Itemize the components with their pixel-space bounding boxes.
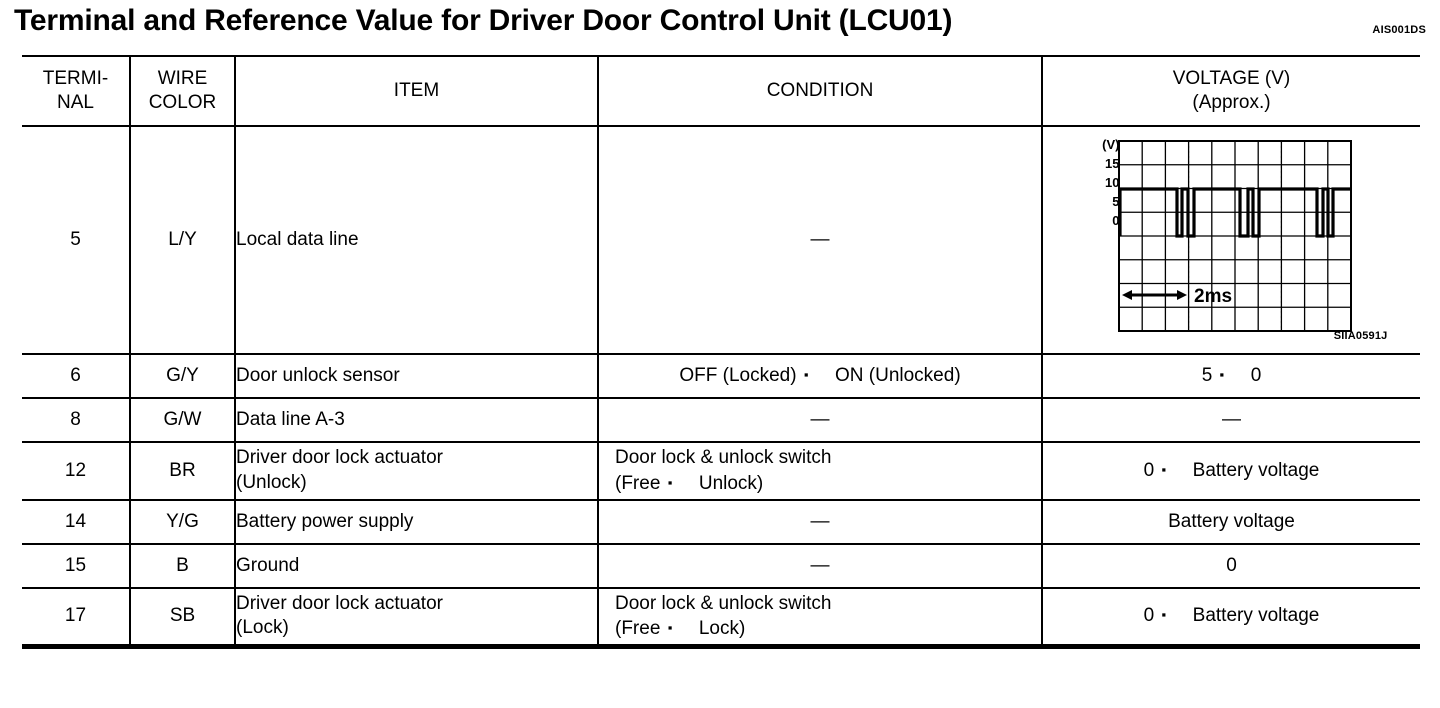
table-row: 6 G/Y Door unlock sensor OFF (Locked) ▪ …	[22, 353, 1420, 399]
transition-separator-icon: ▪	[667, 620, 673, 636]
terminal-reference-table: TERMI- NAL WIRE COLOR ITEM CONDITION VOL…	[22, 55, 1420, 649]
column-header-voltage-line2: (Approx.)	[1192, 92, 1271, 113]
cell-item: Ground	[234, 543, 599, 589]
cell-terminal: 8	[22, 397, 131, 443]
column-header-condition: CONDITION	[597, 55, 1043, 127]
waveform-y-tick-0: 0	[1112, 213, 1120, 228]
transition-separator-icon: ▪	[1161, 607, 1167, 623]
cell-terminal: 12	[22, 441, 131, 501]
cell-item: Driver door lock actuator (Lock)	[234, 587, 599, 649]
waveform-y-unit: (V)	[1102, 137, 1120, 152]
waveform-plot: 2ms	[1117, 140, 1352, 332]
transition-separator-icon: ▪	[667, 475, 673, 490]
cell-item: Data line A-3	[234, 397, 599, 443]
cell-terminal: 5	[22, 125, 131, 355]
transition-separator-icon: ▪	[1161, 462, 1167, 478]
cell-voltage: 5 ▪ 0	[1041, 353, 1420, 399]
cell-wire-color: Y/G	[129, 499, 236, 545]
table-row: 8 G/W Data line A-3 — —	[22, 397, 1420, 443]
cell-terminal: 15	[22, 543, 131, 589]
condition-state-a: OFF (Locked)	[679, 365, 797, 387]
figure-code: SIIA0591J	[1333, 330, 1388, 343]
voltage-value-b: 0	[1250, 365, 1262, 387]
voltage-value-b: Battery voltage	[1192, 460, 1320, 482]
cell-voltage-waveform: (V) 15 10 5 0	[1041, 125, 1420, 355]
column-header-terminal-line2: NAL	[57, 92, 94, 113]
cell-voltage: 0 ▪ Battery voltage	[1041, 441, 1420, 501]
table-row: 14 Y/G Battery power supply — Battery vo…	[22, 499, 1420, 545]
cell-item: Local data line	[234, 125, 599, 355]
condition-state-a: (Free	[615, 473, 661, 494]
waveform-y-axis: (V) 15 10 5 0	[1084, 137, 1120, 233]
cell-item-line2: (Unlock)	[236, 472, 307, 493]
column-header-item: ITEM	[234, 55, 599, 127]
timebase-marker	[1121, 290, 1187, 300]
column-header-wire-line2: COLOR	[148, 92, 217, 113]
column-header-terminal: TERMI- NAL	[22, 55, 131, 127]
cell-voltage: 0 ▪ Battery voltage	[1041, 587, 1420, 649]
cell-item-line2: (Lock)	[236, 617, 289, 639]
cell-voltage: —	[1041, 397, 1420, 443]
cell-item: Door unlock sensor	[234, 353, 599, 399]
cell-item-line1: Driver door lock actuator	[236, 592, 443, 614]
table-row: 17 SB Driver door lock actuator (Lock) D…	[22, 587, 1420, 649]
cell-condition: —	[597, 499, 1043, 545]
cell-wire-color: BR	[129, 441, 236, 501]
condition-state-a: (Free	[615, 618, 661, 640]
table-body: 5 L/Y Local data line — (V) 15 10 5 0	[22, 125, 1420, 649]
cell-item-line1: Driver door lock actuator	[236, 447, 443, 469]
terminal-reference-table-wrapper: TERMI- NAL WIRE COLOR ITEM CONDITION VOL…	[22, 55, 1420, 649]
column-header-wire-color: WIRE COLOR	[129, 55, 236, 127]
cell-condition: Door lock & unlock switch (Free ▪ Unlock…	[597, 441, 1043, 501]
voltage-value-b: Battery voltage	[1192, 605, 1320, 627]
timebase-label: 2ms	[1194, 286, 1232, 307]
table-row: 5 L/Y Local data line — (V) 15 10 5 0	[22, 125, 1420, 355]
waveform-y-tick-15: 15	[1105, 156, 1120, 171]
column-header-voltage-line1: VOLTAGE (V)	[1172, 68, 1291, 90]
title-bar: Terminal and Reference Value for Driver …	[0, 0, 1440, 52]
voltage-value-a: 0	[1143, 460, 1155, 482]
column-header-terminal-line1: TERMI-	[42, 68, 109, 90]
cell-condition: —	[597, 125, 1043, 355]
condition-line1: Door lock & unlock switch	[615, 592, 832, 614]
cell-wire-color: B	[129, 543, 236, 589]
cell-wire-color: G/W	[129, 397, 236, 443]
voltage-value-a: 5	[1201, 365, 1213, 387]
oscilloscope-figure: (V) 15 10 5 0	[1082, 134, 1387, 346]
condition-state-b: ON (Unlocked)	[835, 365, 961, 387]
cell-terminal: 17	[22, 587, 131, 649]
cell-wire-color: G/Y	[129, 353, 236, 399]
column-header-voltage: VOLTAGE (V) (Approx.)	[1041, 55, 1420, 127]
condition-state-b: Unlock)	[698, 473, 764, 494]
cell-item: Driver door lock actuator (Unlock)	[234, 441, 599, 501]
waveform-y-tick-10: 10	[1105, 175, 1120, 190]
table-header-row: TERMI- NAL WIRE COLOR ITEM CONDITION VOL…	[22, 55, 1420, 127]
cell-terminal: 6	[22, 353, 131, 399]
cell-voltage: 0	[1041, 543, 1420, 589]
cell-terminal: 14	[22, 499, 131, 545]
column-header-wire-line1: WIRE	[157, 68, 208, 90]
voltage-value-a: 0	[1143, 605, 1155, 627]
transition-separator-icon: ▪	[803, 367, 809, 383]
cell-condition: —	[597, 397, 1043, 443]
cell-wire-color: SB	[129, 587, 236, 649]
document-code: AIS001DS	[1372, 24, 1426, 36]
cell-condition: —	[597, 543, 1043, 589]
cell-item: Battery power supply	[234, 499, 599, 545]
cell-voltage: Battery voltage	[1041, 499, 1420, 545]
transition-separator-icon: ▪	[1219, 367, 1225, 383]
table-header: TERMI- NAL WIRE COLOR ITEM CONDITION VOL…	[22, 55, 1420, 127]
condition-line1: Door lock & unlock switch	[615, 447, 832, 469]
table-row: 15 B Ground — 0	[22, 543, 1420, 589]
cell-condition: Door lock & unlock switch (Free ▪ Lock)	[597, 587, 1043, 649]
cell-condition: OFF (Locked) ▪ ON (Unlocked)	[597, 353, 1043, 399]
waveform-y-tick-5: 5	[1112, 194, 1120, 209]
condition-state-b: Lock)	[698, 618, 746, 640]
cell-wire-color: L/Y	[129, 125, 236, 355]
page-title: Terminal and Reference Value for Driver …	[14, 4, 953, 37]
table-row: 12 BR Driver door lock actuator (Unlock)…	[22, 441, 1420, 501]
